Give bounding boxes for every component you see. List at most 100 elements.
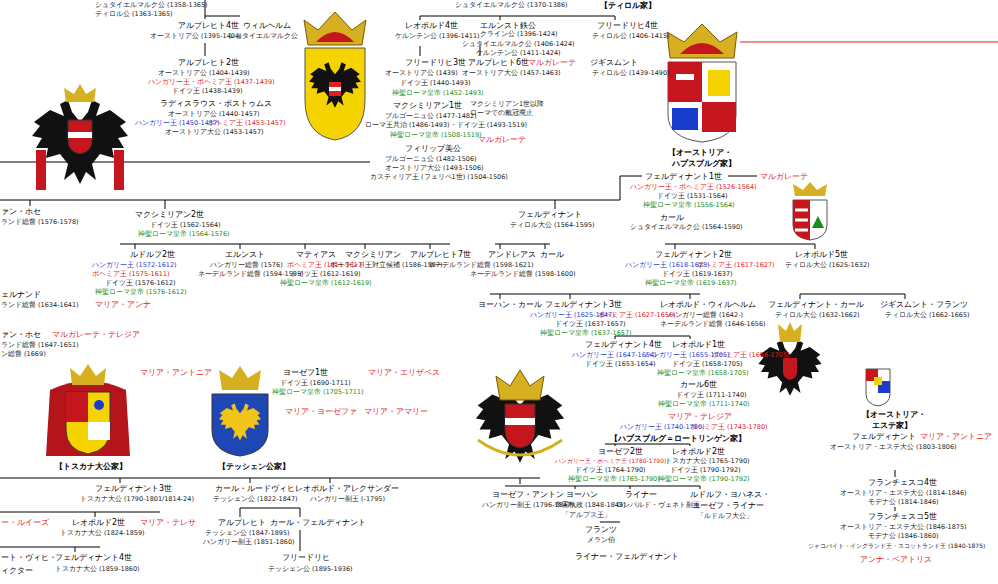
house-header: ハプスブルグ家】 (672, 159, 736, 168)
emperor-title: 神聖ローマ皇帝 (1619-1637) (645, 280, 737, 287)
tirol-arms (667, 24, 737, 142)
title-text: オーストリア公 (1440-1457) (168, 111, 260, 118)
person-name: アンドレアス (488, 250, 536, 259)
fess (676, 74, 694, 80)
person-name: アルブレヒト7世 (410, 250, 471, 259)
hungary-arms (793, 182, 827, 240)
title-text: シュタイエルマルク公 (1564-1590) (630, 224, 743, 231)
person-name: ェルナンド (1, 290, 41, 299)
crown-cap (680, 43, 724, 54)
title-text: オーストリア公 (1439) (385, 70, 458, 77)
title-text: オーストリア・エステ大公 (1814-1846) (840, 490, 967, 497)
tuscany-arms (46, 364, 130, 456)
quarter (88, 422, 110, 440)
person-name: レオポルド2世 (672, 447, 725, 456)
title-text: ネーデルランド総督 (1646-1656) (660, 321, 766, 328)
person-name: レオポルド2世 (72, 518, 125, 527)
person-name: カール・フェルディナント (270, 518, 366, 527)
person-name: カール (660, 213, 684, 222)
yellow-eagle-arms (304, 12, 366, 140)
emperor-title: 神聖ローマ皇帝 (1705-1711) (272, 389, 364, 396)
stripes (795, 210, 808, 230)
bohemia-title: ボヘミア王 (1575-1611) (92, 271, 170, 278)
person-name: マクシミリアン1世 (393, 101, 462, 110)
title-text: ティロル公 (1439-1490) (592, 70, 670, 77)
consort-name: マリア・ヨーゼファ (285, 407, 357, 416)
austria-eagle (32, 84, 128, 190)
title-text: ティロル公 (1406-1415) (592, 33, 670, 40)
person-name: フランツ (585, 525, 617, 534)
title-text: ドイツ王 (1576-1612) (105, 280, 176, 287)
person-name: アルブレヒト4世 (178, 21, 239, 30)
person-name: アルブレヒト (218, 518, 266, 527)
house-header: 【オーストリア・ (668, 148, 732, 157)
title-text: 「アルプス王」 (562, 512, 611, 519)
hungary-title: ハンガリー王 (1618-1625) (625, 262, 710, 269)
title-text: テッシェン公 (1895-1936) (268, 566, 353, 573)
title-text: ハンガリー副王 (1851-1860) (203, 539, 295, 546)
title-text: ティロル大公 (1564-1595) (510, 222, 595, 229)
tree-line (205, 0, 615, 56)
fess (505, 418, 535, 425)
house-header: 【オーストリア・ (862, 410, 926, 419)
este-arms (866, 369, 890, 406)
shield (793, 200, 827, 240)
title-text: テッシェン公 (1847-1895) (205, 530, 290, 537)
emperor-title: 神聖ローマ皇帝 (1637-1657) (540, 330, 632, 337)
person-name: ァン・ホセ (1, 330, 41, 339)
title-text: ドイツ王 (1711-1740) (676, 392, 747, 399)
tree-line (0, 470, 895, 552)
title-text: 帝国執政 (1848-1849) (555, 502, 626, 509)
person-name: マクシミリアン (345, 250, 401, 259)
shield (68, 120, 92, 154)
title-text: トスカナ大公 (1824-1859) (60, 530, 145, 537)
shield (668, 62, 736, 142)
person-name: レオポルド・アレクサンダー (295, 484, 399, 493)
title-text: ハンガリー総督 (1642-) (668, 312, 743, 319)
consort-name: マリア・エリザベス (368, 368, 440, 377)
person-name: ヨーゼフ・ライナー (692, 501, 764, 510)
quarter (702, 102, 736, 132)
title-text: ジャコバイト・イングランド王・スコットランド王 (1840-1875) (808, 543, 985, 550)
title-text: ドイツ王 (1653-1654) (585, 361, 656, 368)
title-text: カスティリア王 (フェリペ1世) (1504-1506) (370, 174, 508, 181)
title-text: シュタイエルマルク公 (1358-1365) (95, 2, 208, 9)
tree-lines (0, 0, 905, 552)
consort-name: マリア・テレサ (140, 518, 196, 527)
bohemia-title: ハンガリー王・ボヘミア王 (1526-1564) (630, 184, 757, 191)
house-header: 【テッシェン公家】 (218, 462, 290, 471)
person-name: レオポルド1世 (672, 340, 725, 349)
title-text: ドイツ王 (1612-1619) (290, 271, 361, 278)
title-text: ン総督 (1669) (1, 351, 46, 358)
title-text: ドイツ王 (1440-1493) (400, 80, 471, 87)
eagle (219, 404, 261, 441)
consort-name: マルガレーテ・テレジア (52, 330, 140, 339)
title-text: ドイツ王 (1637-1657) (555, 321, 626, 328)
consort-name: マリア・テレジア (668, 412, 732, 421)
person-name: ジギスムント・フランツ (880, 300, 968, 309)
consort-name: ー・ルイーズ (1, 518, 49, 527)
person-name: ート・ヴィヒ・ (1, 553, 57, 562)
title-text: ネーデルランド総督 (1598-1600) (470, 271, 576, 278)
person-name: カール・ルードヴィヒ (215, 484, 295, 493)
title-text: ドイツ王 (1790-1792) (670, 467, 741, 474)
person-name: ルドルフ2世 (130, 250, 175, 259)
inescutcheon (874, 377, 882, 385)
bohemia-title: ハンガリー王・ボヘミア王 (1437-1439) (148, 79, 275, 86)
person-name: フリードリヒ3世 (405, 58, 466, 67)
title-text: モデナ公 (1846-1860) (868, 533, 939, 540)
title-text: シュタイエルマルク公 (228, 33, 298, 40)
person-name: ィクター (1, 566, 33, 575)
title-text: マクシミリアン1世以降 (470, 101, 544, 108)
person-name: ヨーハン・カール (478, 300, 542, 309)
title-text: ケルンテン公 (1396-1411) (395, 33, 480, 40)
tree-line (120, 244, 815, 249)
inescutcheon (329, 82, 341, 96)
title-text: オーストリア公 (1395-1404) (150, 33, 242, 40)
tree-line (0, 162, 757, 209)
title-text: オーストリア・エステ大公 (1846-1875) (840, 524, 967, 531)
person-name: フェルディナント (518, 210, 582, 219)
person-name: マティアス (296, 250, 336, 259)
person-name: ヨーゼフ・アントン (492, 490, 564, 499)
crown (219, 366, 261, 390)
